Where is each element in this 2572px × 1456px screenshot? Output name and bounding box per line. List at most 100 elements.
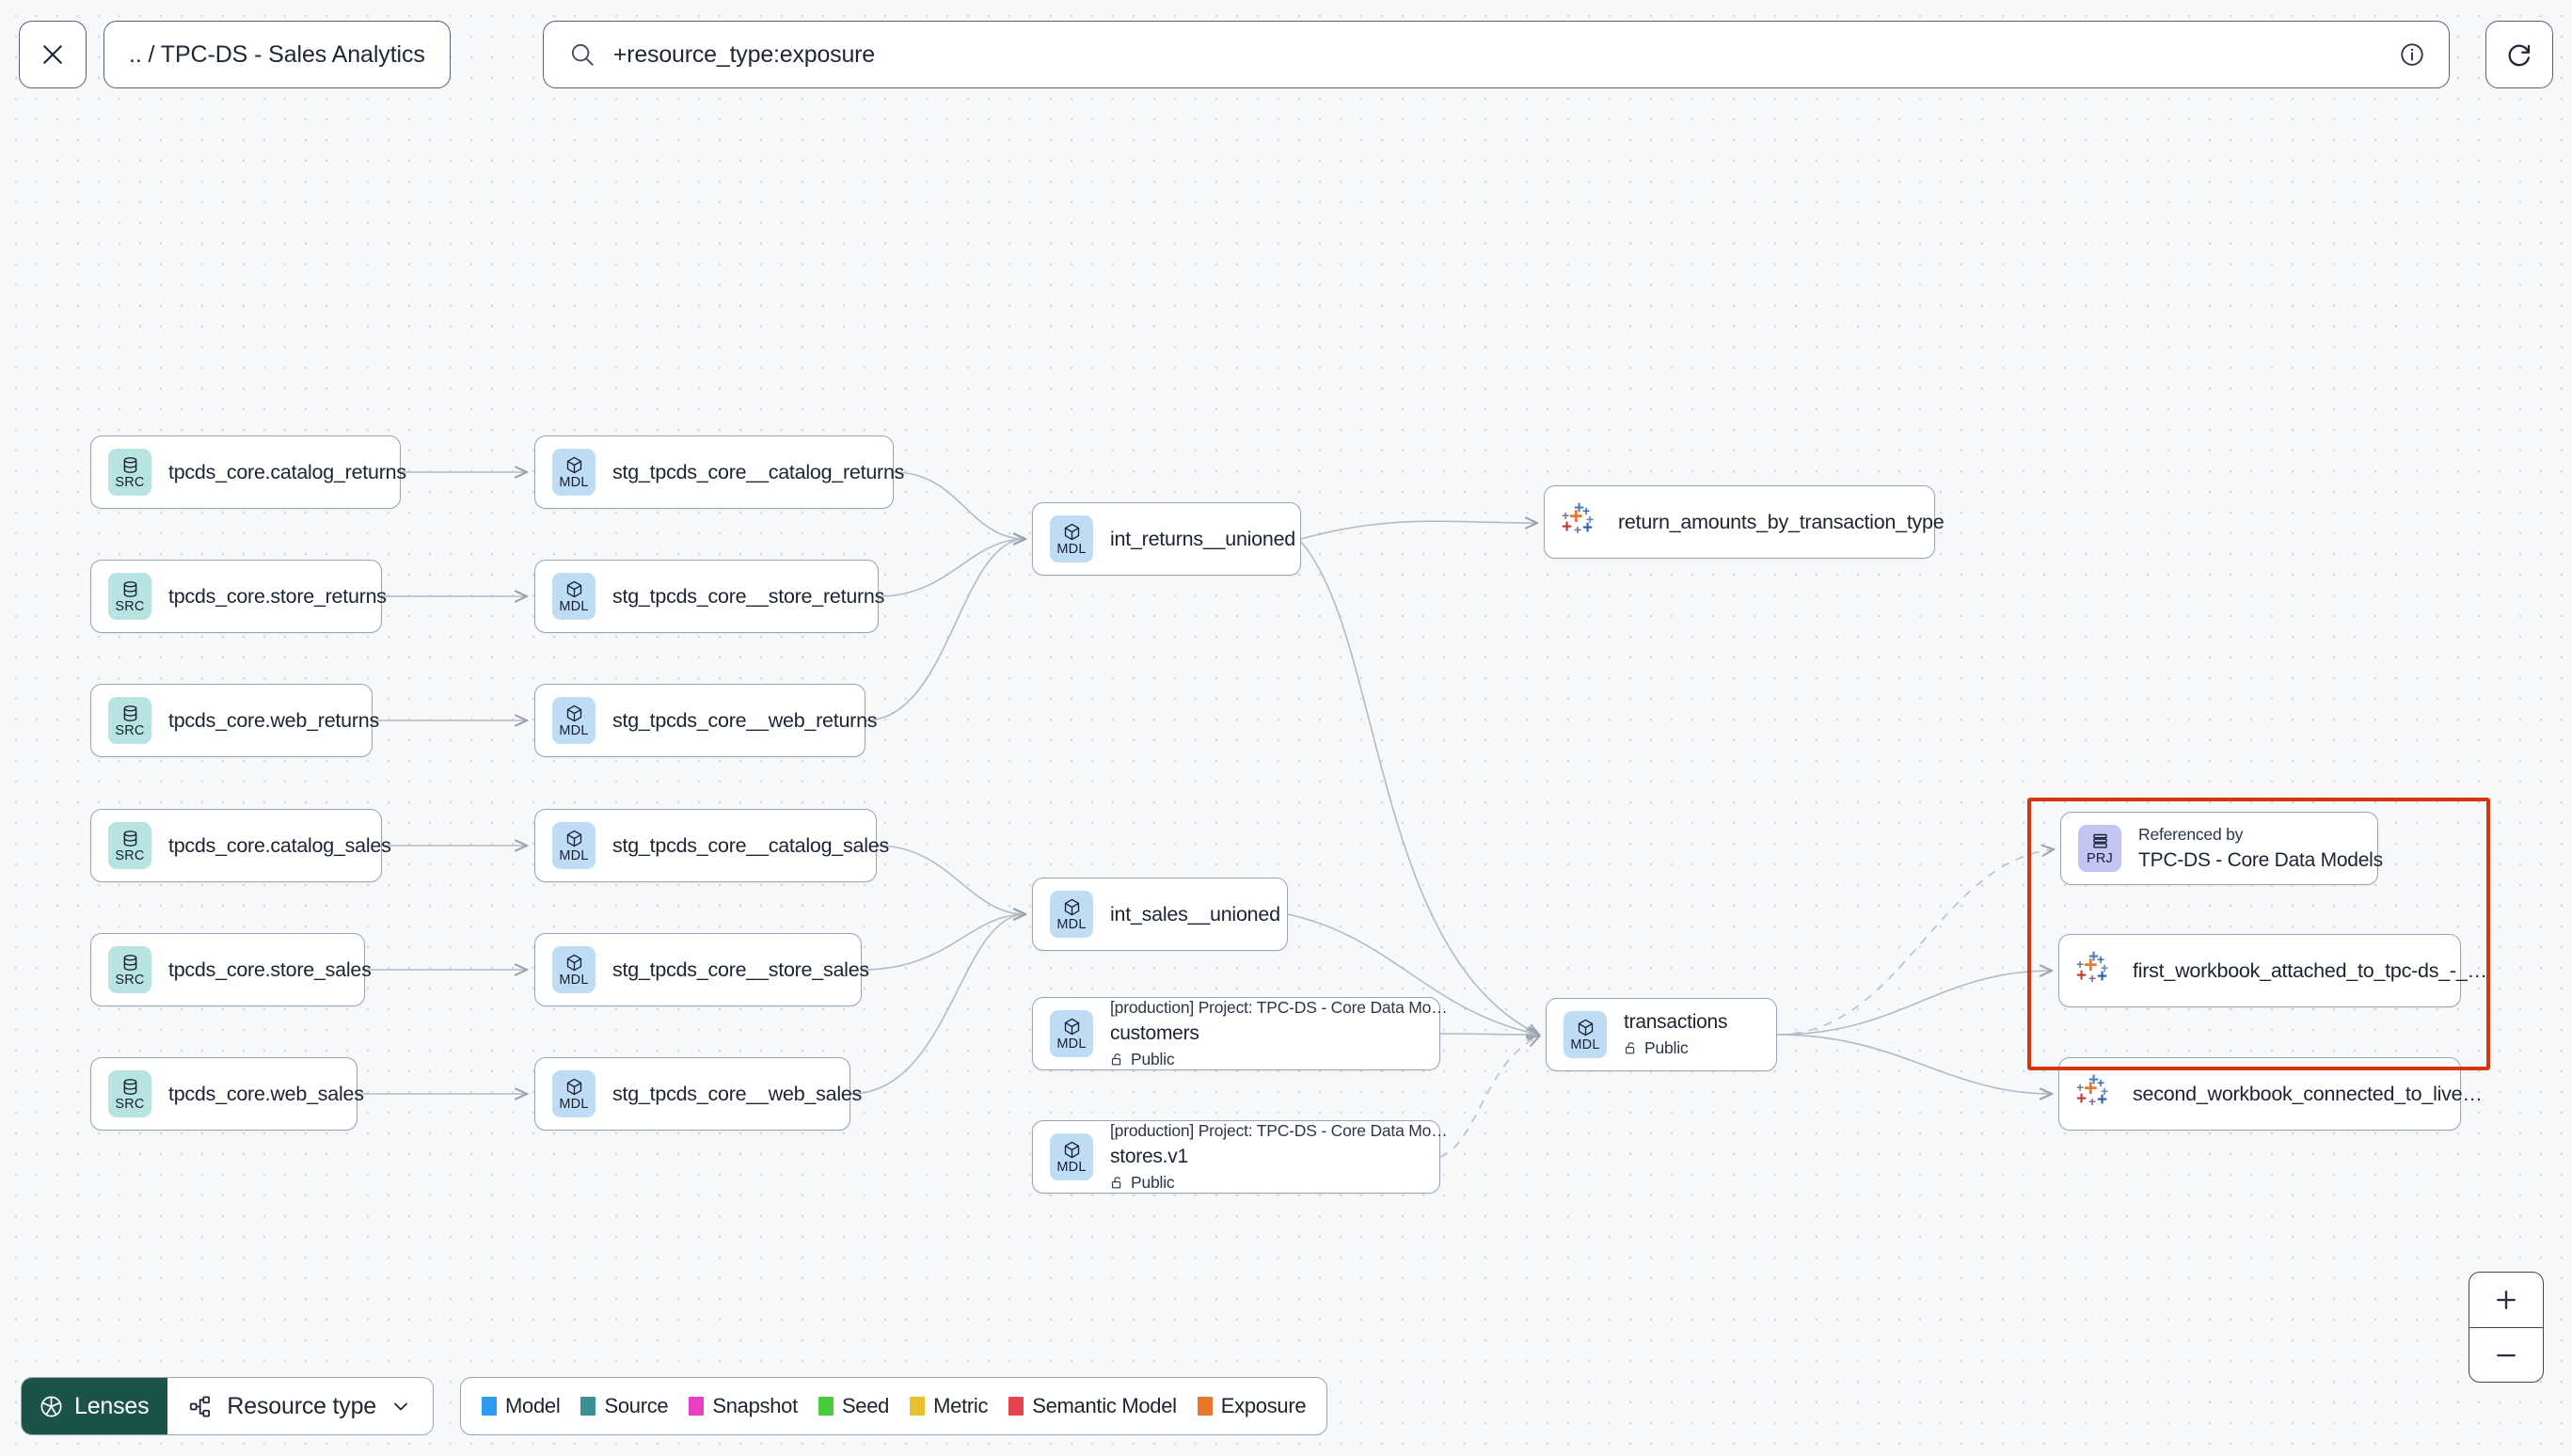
model-badge: MDL [552, 573, 595, 620]
node-label: tpcds_core.store_returns [168, 584, 387, 608]
visibility-label: Public [1131, 1173, 1175, 1192]
source-badge: SRC [108, 822, 151, 869]
info-icon[interactable] [2398, 40, 2426, 69]
cube-icon [566, 580, 581, 597]
node-label: tpcds_core.web_sales [168, 1082, 364, 1105]
model-badge: MDL [1050, 891, 1093, 938]
breadcrumb[interactable]: .. / TPC-DS - Sales Analytics [103, 21, 451, 88]
cube-icon [1064, 898, 1079, 915]
unlock-icon [1111, 1177, 1121, 1189]
node-label: stg_tpcds_core__catalog_returns [612, 460, 905, 483]
legend-item: Exposure [1197, 1394, 1307, 1418]
graph-node-exposure[interactable]: + + + + + + + + return_amounts_by_transa… [1544, 485, 1945, 559]
graph-node-exposure[interactable]: + + + + + + + + first_workbook_attached_… [2058, 934, 2487, 1007]
source-badge: SRC [108, 449, 151, 496]
unlock-icon [1625, 1042, 1635, 1054]
badge-label: SRC [115, 972, 145, 988]
graph-node[interactable]: MDL stg_tpcds_core__store_returns [534, 560, 884, 633]
badge-label: PRJ [2087, 850, 2113, 866]
node-label: TPC-DS - Core Data Models [2138, 849, 2383, 871]
lenses-button[interactable]: Lenses [22, 1378, 168, 1434]
graph-node-transactions[interactable]: MDL transactions Public [1546, 998, 1777, 1071]
close-button[interactable] [19, 21, 87, 88]
zoom-out-button[interactable] [2469, 1327, 2543, 1382]
graph-canvas[interactable]: SRC tpcds_core.catalog_returns SRC tpcds… [0, 109, 2572, 1456]
node-label: tpcds_core.catalog_sales [168, 833, 391, 857]
legend-swatch [482, 1397, 498, 1416]
model-badge: MDL [552, 822, 595, 869]
badge-label: MDL [559, 972, 589, 988]
source-badge: SRC [108, 1070, 151, 1117]
graph-node[interactable]: MDL stg_tpcds_core__web_returns [534, 684, 878, 757]
legend-label: Exposure [1220, 1394, 1307, 1417]
node-label: tpcds_core.web_returns [168, 708, 379, 732]
model-badge: MDL [1050, 515, 1093, 562]
node-subtitle: [production] Project: TPC-DS - Core Data… [1110, 998, 1448, 1017]
legend-item: Semantic Model [1008, 1394, 1177, 1418]
resource-type-dropdown[interactable]: Resource type [167, 1378, 434, 1434]
graph-node[interactable]: SRC tpcds_core.store_returns [90, 560, 387, 633]
badge-label: MDL [1570, 1037, 1600, 1052]
node-label: stg_tpcds_core__catalog_sales [612, 833, 889, 857]
graph-node[interactable]: SRC tpcds_core.store_sales [90, 933, 372, 1006]
cube-icon [566, 704, 581, 721]
graph-node[interactable]: MDL int_returns__unioned [1032, 502, 1301, 576]
graph-node[interactable]: MDL stg_tpcds_core__catalog_sales [534, 809, 889, 882]
lenses-control-group: Lenses Resource type [21, 1377, 435, 1435]
node-label: transactions [1624, 1011, 1728, 1033]
cube-icon [1064, 1018, 1079, 1035]
refresh-button[interactable] [2485, 21, 2553, 88]
graph-node[interactable]: SRC tpcds_core.web_returns [90, 684, 379, 757]
graph-node[interactable]: SRC tpcds_core.catalog_returns [90, 435, 406, 509]
node-body: transactions Public [1624, 1011, 1727, 1058]
visibility-label: Public [1131, 1050, 1175, 1068]
aperture-icon [40, 1396, 62, 1416]
lenses-label: Lenses [74, 1392, 150, 1419]
graph-node-detailed[interactable]: MDL [production] Project: TPC-DS - Core … [1032, 1120, 1448, 1194]
tableau-icon: + + + + + + + + [1562, 499, 1595, 538]
node-label: customers [1110, 1022, 1199, 1044]
node-body: Referenced by TPC-DS - Core Data Models [2138, 825, 2383, 872]
graph-node-project[interactable]: PRJ Referenced by TPC-DS - Core Data Mod… [2060, 812, 2383, 885]
search-bar[interactable]: +resource_type:exposure [542, 21, 2450, 88]
graph-node[interactable]: MDL int_sales__unioned [1032, 878, 1288, 951]
graph-node-detailed[interactable]: MDL [production] Project: TPC-DS - Core … [1032, 997, 1448, 1070]
model-badge: MDL [1050, 1133, 1093, 1180]
model-badge: MDL [552, 449, 595, 496]
tableau-icon: + + + + + + + + [2076, 1070, 2109, 1110]
node-label: stg_tpcds_core__web_returns [612, 708, 878, 732]
graph-node[interactable]: MDL stg_tpcds_core__store_sales [534, 933, 869, 1006]
cube-icon [566, 1078, 581, 1095]
node-body: [production] Project: TPC-DS - Core Data… [1110, 998, 1448, 1069]
nodes-icon [190, 1395, 211, 1417]
graph-node[interactable]: SRC tpcds_core.web_sales [90, 1057, 364, 1131]
database-icon [123, 456, 136, 473]
database-icon [123, 704, 136, 721]
legend-swatch [1008, 1397, 1024, 1416]
chevron-down-icon[interactable] [389, 1395, 412, 1417]
node-visibility: Public [1110, 1050, 1422, 1069]
graph-node[interactable]: MDL stg_tpcds_core__web_sales [534, 1057, 862, 1131]
graph-node[interactable]: MDL stg_tpcds_core__catalog_returns [534, 435, 904, 509]
resource-type-label: Resource type [227, 1392, 377, 1419]
cube-icon [1064, 523, 1079, 540]
search-input[interactable]: +resource_type:exposure [612, 40, 876, 68]
legend-swatch [910, 1397, 926, 1416]
badge-label: MDL [1056, 1036, 1087, 1052]
node-label: return_amounts_by_transaction_type [1618, 510, 1945, 533]
minus-icon [2497, 1353, 2516, 1356]
legend-swatch [818, 1397, 834, 1416]
node-body: [production] Project: TPC-DS - Core Data… [1110, 1121, 1448, 1193]
model-badge: MDL [1564, 1011, 1607, 1058]
graph-node-exposure[interactable]: + + + + + + + + second_workbook_connecte… [2058, 1057, 2483, 1131]
zoom-in-button[interactable] [2469, 1273, 2543, 1327]
legend-label: Model [505, 1394, 561, 1417]
legend-item: Snapshot [689, 1394, 798, 1418]
legend-label: Metric [933, 1394, 989, 1417]
refresh-icon [2508, 44, 2531, 67]
node-label: int_returns__unioned [1110, 527, 1296, 550]
graph-node[interactable]: SRC tpcds_core.catalog_sales [90, 809, 391, 882]
database-icon [123, 830, 136, 847]
badge-label: SRC [115, 1096, 145, 1112]
